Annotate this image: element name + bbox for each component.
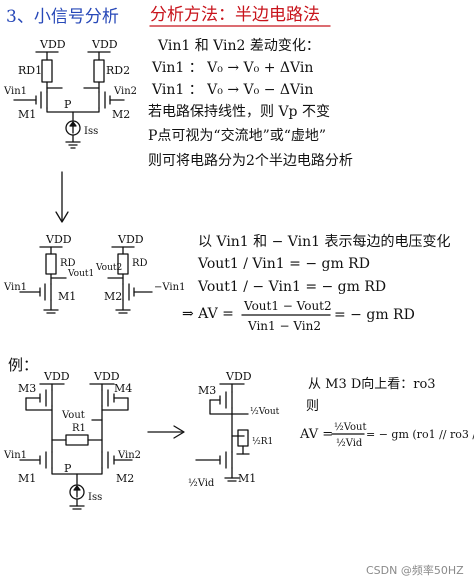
r1-resistor (65, 434, 89, 446)
iss-arrow-icon-ex (73, 485, 81, 491)
example-half-circuit: VDD M3 ½Vout ½R1 ½Vid M1 (188, 370, 280, 489)
section-title: 3、小信号分析 (6, 7, 119, 27)
example-av-num: ½Vout (334, 422, 366, 433)
m1-label-half: M1 (58, 290, 76, 303)
note-line-7: 以 Vin1 和 − Vin1 表示每边的电压变化 (198, 234, 451, 250)
note-line-10-result: = − gm RD (334, 307, 415, 323)
vout-label: Vout (61, 410, 85, 421)
vout1-label: Vout1 (67, 269, 94, 279)
m2-label-half: M2 (104, 290, 122, 303)
vin2-label: Vin2 (113, 86, 137, 97)
p-node-label-ex: P (64, 462, 72, 475)
vdd-label-half-left: VDD (45, 233, 72, 246)
p-node-label: P (64, 98, 72, 111)
diff-pair-circuit: VDD VDD RD1 RD2 Vin1 M1 Vin2 M2 P (3, 38, 137, 149)
vin1-label-half: Vin1 (3, 282, 27, 293)
note-line-10-num: Vout1 − Vout2 (243, 299, 332, 313)
note-line-10-den: Vin1 − Vin2 (247, 319, 321, 333)
watermark: CSDN @频率50HZ (366, 563, 464, 577)
example-note-1: 从 M3 D向上看：ro3 (308, 376, 436, 392)
vin1-label: Vin1 (3, 86, 27, 97)
vdd-label-ex-half: VDD (225, 370, 252, 383)
rd2-resistor (93, 59, 105, 83)
m1-label-ex: M1 (18, 472, 36, 485)
iss-label: Iss (84, 126, 98, 137)
iss-arrow-icon (69, 121, 77, 127)
half-vid-label: ½Vid (188, 478, 215, 489)
rd-resistor-left (45, 253, 57, 275)
vdd-label-half-right: VDD (117, 233, 144, 246)
note-line-4: 若电路保持线性，则 Vp 不变 (148, 104, 330, 120)
half-circuit-right: VDD RD Vout2 −Vin1 M2 (95, 233, 185, 314)
vdd-label-ex-left: VDD (43, 370, 70, 383)
note-line-1: Vin1 和 Vin2 差动变化： (157, 38, 320, 54)
m4-label: M4 (114, 382, 132, 395)
neg-vin1-label: −Vin1 (154, 282, 185, 293)
note-line-10-prefix: ⇒ AV = (182, 306, 234, 322)
m2-label: M2 (112, 108, 130, 121)
half-r1-label: ½R1 (252, 436, 273, 447)
note-line-3: Vin1 ： V₀ → V₀ − ΔVin (151, 82, 313, 98)
example-circuit: VDD VDD M3 M4 Vout R1 Vin1 M1 (3, 370, 141, 510)
half-circuit-left: VDD RD Vout1 Vin1 M1 (3, 233, 94, 314)
example-label: 例： (8, 356, 38, 374)
half-r1-resistor (237, 429, 249, 447)
m3-label-half: M3 (198, 384, 216, 397)
m2-label-ex: M2 (116, 472, 134, 485)
note-line-9: Vout1 / − Vin1 = − gm RD (197, 279, 386, 295)
rd1-label: RD1 (18, 64, 42, 77)
note-line-5: P点可视为“交流地”或“虚地” (148, 127, 326, 144)
note-line-2: Vin1 ： V₀ → V₀ + ΔVin (151, 60, 313, 76)
vout2-label: Vout2 (95, 263, 122, 273)
m1-label-ex-half: M1 (238, 472, 256, 485)
method-title: 分析方法：半边电路法 (150, 5, 320, 25)
m1-label: M1 (18, 108, 36, 121)
example-av-result: = − gm (ro1 // ro3 // ½R1) (366, 428, 474, 441)
vin2-label-ex: Vin2 (117, 450, 141, 461)
example-av-prefix: AV = (299, 427, 333, 442)
r1-label: R1 (72, 423, 86, 434)
example-av-den: ½Vid (336, 438, 363, 449)
rd-label-left: RD (60, 258, 76, 269)
half-vout-label: ½Vout (250, 406, 280, 417)
iss-label-ex: Iss (88, 492, 102, 503)
vdd-label-ex-right: VDD (93, 370, 120, 383)
vdd-label-left: VDD (39, 38, 66, 51)
vdd-label-right: VDD (91, 38, 118, 51)
note-line-6: 则可将电路分为2个半边电路分析 (148, 153, 353, 169)
rd1-resistor (41, 59, 53, 83)
m3-label: M3 (18, 382, 36, 395)
vin1-label-ex: Vin1 (3, 450, 27, 461)
note-line-8: Vout1 / Vin1 = − gm RD (197, 256, 370, 272)
rd-label-right: RD (132, 258, 148, 269)
rd2-label: RD2 (106, 64, 130, 77)
example-note-2: 则 (306, 399, 319, 414)
